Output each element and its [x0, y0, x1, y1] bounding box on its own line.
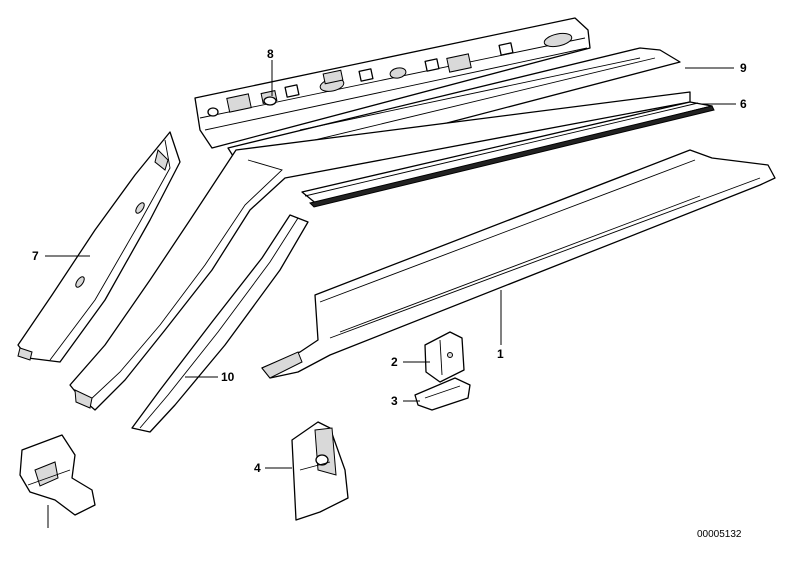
part-roof-rail[interactable]: [194, 17, 591, 149]
part-reinforcement[interactable]: [291, 421, 349, 521]
part-pillar-trim[interactable]: [17, 131, 181, 363]
callout-8: 8: [267, 47, 274, 61]
part-seal-strip[interactable]: [301, 101, 715, 208]
callout-7: 7: [32, 249, 39, 263]
part-sill-panel[interactable]: [261, 149, 776, 379]
callout-3: 3: [391, 394, 398, 408]
callout-10: 10: [221, 370, 235, 384]
part-a-pillar-frame[interactable]: [69, 91, 691, 411]
callout-2: 2: [391, 355, 398, 369]
callout-4: 4: [254, 461, 261, 475]
callout-6: 6: [740, 97, 747, 111]
part-bracket[interactable]: [424, 331, 465, 383]
part-clip[interactable]: [414, 377, 471, 411]
part-mounting-bracket[interactable]: [19, 434, 96, 516]
leader-lines: [45, 60, 736, 528]
callout-9: 9: [740, 61, 747, 75]
rail-clips: [207, 32, 573, 117]
document-number: 00005132: [697, 529, 742, 540]
part-inner-pillar-strip[interactable]: [131, 214, 309, 433]
callout-1: 1: [497, 347, 504, 361]
callout-labels: 1 2 3 4 6 7 8 9 10: [32, 47, 747, 475]
